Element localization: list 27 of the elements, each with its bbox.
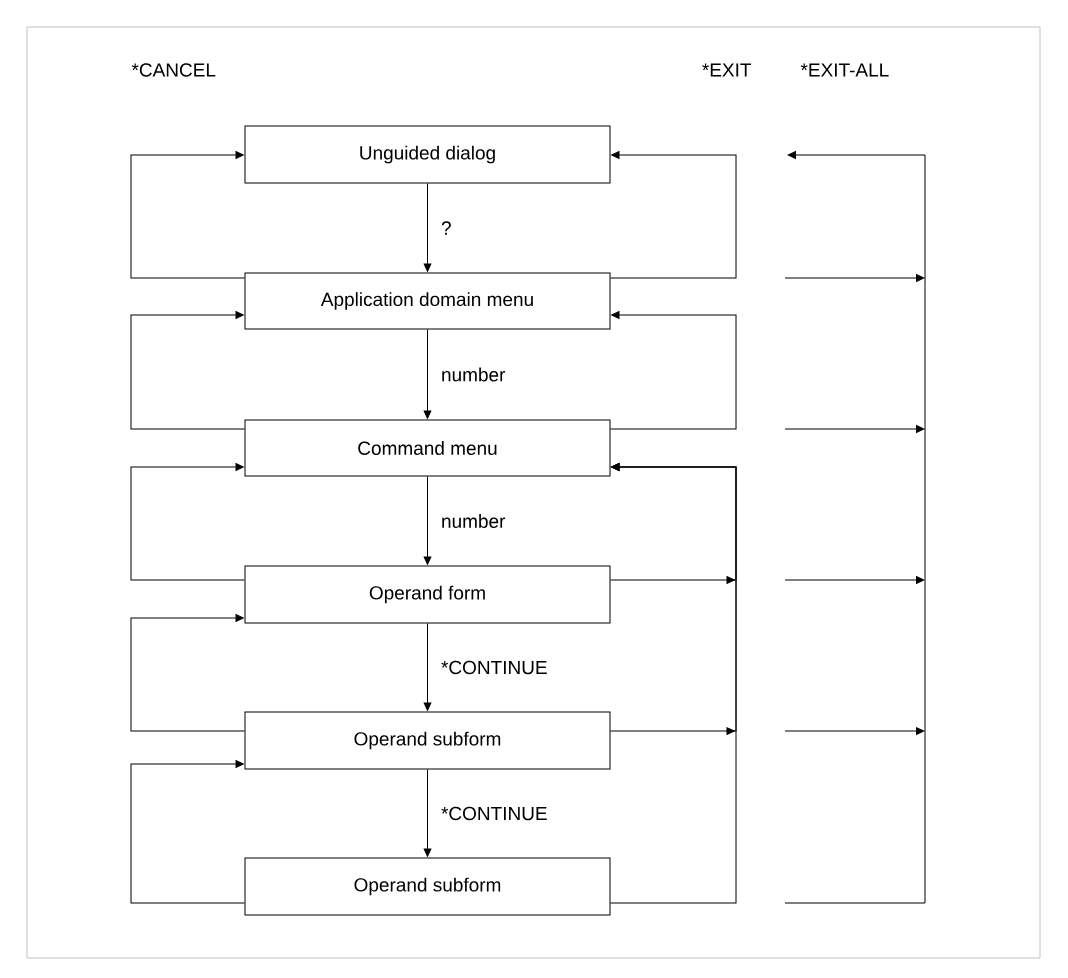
arrow bbox=[130, 760, 245, 904]
process-box: Operand subform bbox=[244, 711, 611, 770]
arrow bbox=[130, 463, 245, 581]
arrow bbox=[130, 311, 245, 430]
arrow bbox=[130, 614, 245, 732]
column-heading: *EXIT bbox=[702, 63, 752, 77]
edge-label: number bbox=[442, 514, 506, 528]
process-box: Operand form bbox=[244, 565, 611, 624]
arrow bbox=[423, 623, 432, 711]
arrow bbox=[423, 329, 432, 419]
arrow bbox=[423, 183, 432, 272]
arrow bbox=[130, 151, 245, 279]
process-box: Operand subform bbox=[244, 857, 611, 916]
process-box: Application domain menu bbox=[244, 272, 611, 330]
process-box: Unguided dialog bbox=[244, 125, 611, 184]
arrow bbox=[610, 151, 737, 279]
column-heading: *CANCEL bbox=[131, 63, 216, 77]
arrow bbox=[423, 769, 432, 857]
edge-label: number bbox=[442, 367, 506, 382]
arrow bbox=[423, 476, 432, 565]
arrow bbox=[610, 311, 737, 430]
edge-label: ? bbox=[441, 221, 451, 235]
edge-label: *CONTINUE bbox=[441, 806, 547, 821]
arrow bbox=[610, 463, 737, 904]
process-box: Command menu bbox=[244, 419, 611, 477]
edge-label: *CONTINUE bbox=[441, 660, 547, 675]
column-heading: *EXIT-ALL bbox=[800, 63, 889, 77]
